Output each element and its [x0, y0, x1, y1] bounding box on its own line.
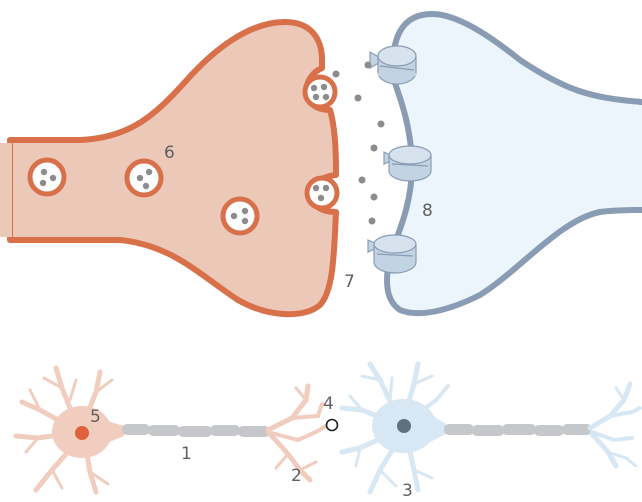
neuron-a-myelin-sheath	[122, 424, 270, 437]
synapse-marker	[327, 420, 338, 431]
fusing-vesicle-top	[305, 77, 335, 107]
label-4: 4	[323, 394, 334, 414]
label-1: 1	[181, 444, 192, 464]
receptor-bottom	[368, 235, 416, 273]
presynaptic-terminal	[0, 22, 337, 314]
receptor-middle	[384, 146, 431, 181]
receptor-top	[370, 46, 416, 84]
membrane-edge-fill	[634, 105, 642, 207]
neuron-b-axon-terminals	[590, 384, 640, 466]
membrane-edge-fill	[0, 143, 12, 237]
label-5: 5	[90, 407, 101, 427]
label-6: 6	[164, 143, 175, 163]
neuron-a	[16, 368, 326, 492]
neuron-b-nucleus	[397, 419, 411, 433]
label-3: 3	[402, 481, 413, 501]
neurotransmitters	[333, 62, 385, 225]
label-7: 7	[344, 272, 355, 292]
label-8: 8	[422, 201, 433, 221]
neuron-b-axon-hillock	[430, 414, 446, 442]
fusing-vesicle-bottom	[307, 178, 337, 208]
label-2: 2	[291, 466, 302, 486]
neuron-b	[342, 364, 640, 492]
synaptic-vesicle	[223, 199, 257, 233]
neuron-b-myelin-sheath	[444, 424, 592, 436]
synaptic-vesicle	[30, 160, 64, 194]
neuron-a-axon-hillock	[104, 420, 124, 444]
postsynaptic-terminal	[368, 14, 642, 313]
synaptic-vesicle	[127, 161, 161, 195]
neuron-a-nucleus	[75, 426, 89, 440]
